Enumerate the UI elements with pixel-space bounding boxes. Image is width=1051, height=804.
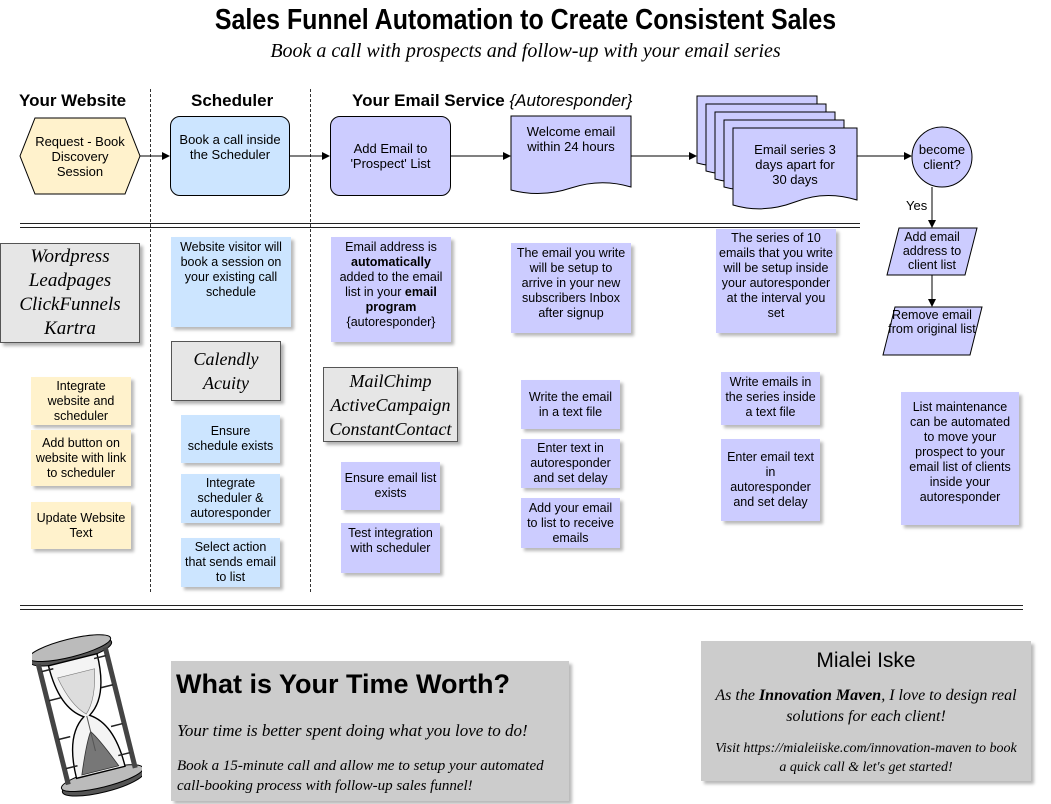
add-email-node: Add Email to 'Prospect' List	[330, 116, 451, 196]
email-desc-pre: Email address is	[345, 240, 437, 254]
website-tools-box: Wordpress Leadpages ClickFunnels Kartra	[0, 243, 140, 343]
task-integrate-website: Integrate website and scheduler	[31, 377, 131, 425]
list-maintenance-note: List maintenance can be automated to mov…	[901, 392, 1019, 525]
task-enter-series-text: Enter email text in autoresponder and se…	[721, 439, 820, 521]
column-divider-1	[150, 89, 151, 592]
tool-kartra: Kartra	[44, 318, 96, 339]
footer-divider	[20, 605, 1023, 610]
welcome-email-node: Welcome email within 24 hours	[526, 124, 616, 154]
decision-circle	[911, 126, 973, 188]
task-test-integration: Test integration with scheduler	[341, 523, 440, 573]
task-integrate-scheduler: Integrate scheduler & autoresponder	[181, 474, 280, 523]
tool-leadpages: Leadpages	[28, 270, 112, 291]
email-series-node: Email series 3 days apart for 30 days	[754, 142, 836, 187]
email-service-label: Your Email Service	[352, 91, 505, 110]
author-name: Mialei Iske	[816, 649, 916, 672]
task-write-series: Write emails in the series inside a text…	[721, 372, 820, 425]
remove-email-node: Remove email from original list	[888, 308, 976, 336]
tool-calendly: Calendly	[193, 349, 259, 369]
task-add-button: Add button on website with link to sched…	[31, 430, 131, 486]
column-heading-website: Your Website	[19, 91, 127, 110]
email-desc-mid: added to the email list in your	[339, 270, 443, 299]
task-select-action: Select action that sends email to list	[181, 538, 280, 587]
email-address-description-note: Email address is automatically added to …	[331, 237, 451, 342]
tool-wordpress: Wordpress	[30, 246, 110, 267]
book-call-node: Book a call inside the Scheduler	[170, 116, 290, 196]
tool-activecampaign: ActiveCampaign	[330, 394, 451, 415]
time-worth-line-2: Book a 15-minute call and allow me to se…	[177, 758, 544, 794]
email-desc-post: {autoresponder}	[346, 315, 436, 329]
tool-acuity: Acuity	[203, 373, 249, 393]
tool-clickfunnels: ClickFunnels	[19, 294, 121, 315]
column-divider-2	[310, 89, 311, 592]
time-worth-headline: What is Your Time Worth?	[176, 669, 511, 699]
column-heading-scheduler: Scheduler	[191, 91, 274, 110]
autoresponder-label: {Autoresponder}	[509, 91, 633, 110]
time-worth-card: What is Your Time Worth? Your time is be…	[171, 661, 569, 801]
tool-mailchimp: MailChimp	[349, 370, 432, 391]
author-visit-link[interactable]: Visit https://mialeiiske.com/innovation-…	[715, 741, 1017, 775]
task-enter-text: Enter text in autoresponder and set dela…	[521, 439, 620, 488]
add-client-parallelogram	[886, 227, 978, 276]
time-worth-line-1: Your time is better spent doing what you…	[177, 721, 528, 740]
decision-node: become client?	[918, 142, 966, 172]
hourglass-icon	[32, 634, 142, 797]
page-subtitle: Book a call with prospects and follow-up…	[270, 40, 781, 62]
task-write-email: Write the email in a text file	[521, 380, 620, 429]
scheduler-description-note: Website visitor will book a session on y…	[171, 237, 291, 327]
email-desc-bold-2: email program	[365, 285, 437, 314]
column-heading-email-service: Your Email Service {Autoresponder}	[352, 91, 632, 111]
add-client-node: Add email address to client list	[902, 230, 962, 272]
email-tools-box: MailChimp ActiveCampaign ConstantContact	[323, 367, 458, 442]
bio-pre: As the	[715, 687, 759, 704]
task-update-website-text: Update Website Text	[31, 502, 131, 549]
series-description-note: The series of 10 emails that you write w…	[716, 229, 836, 333]
welcome-description-note: The email you write will be setup to arr…	[511, 243, 631, 333]
page-title: Sales Funnel Automation to Create Consis…	[214, 4, 837, 36]
email-desc-bold-1: automatically	[351, 255, 431, 269]
author-card: Mialei Iske As the Innovation Maven, I l…	[701, 641, 1031, 781]
remove-parallelogram	[882, 306, 983, 356]
task-ensure-schedule: Ensure schedule exists	[181, 415, 280, 463]
task-ensure-email-list: Ensure email list exists	[341, 462, 440, 510]
task-add-your-email: Add your email to list to receive emails	[521, 498, 620, 548]
yes-label: Yes	[906, 198, 928, 213]
request-hexagon	[19, 117, 141, 195]
scheduler-tools-box: Calendly Acuity	[171, 341, 281, 401]
bio-bold: Innovation Maven	[758, 687, 882, 704]
author-bio: As the Innovation Maven, I love to desig…	[707, 685, 1025, 727]
welcome-document	[510, 115, 632, 194]
bio-post: , I love to design real solutions for ea…	[786, 687, 1017, 725]
row-divider	[20, 223, 860, 228]
tool-constantcontact: ConstantContact	[329, 418, 452, 439]
series-document-5	[732, 127, 858, 210]
request-book-discovery-session: Request - Book Discovery Session	[35, 133, 125, 179]
